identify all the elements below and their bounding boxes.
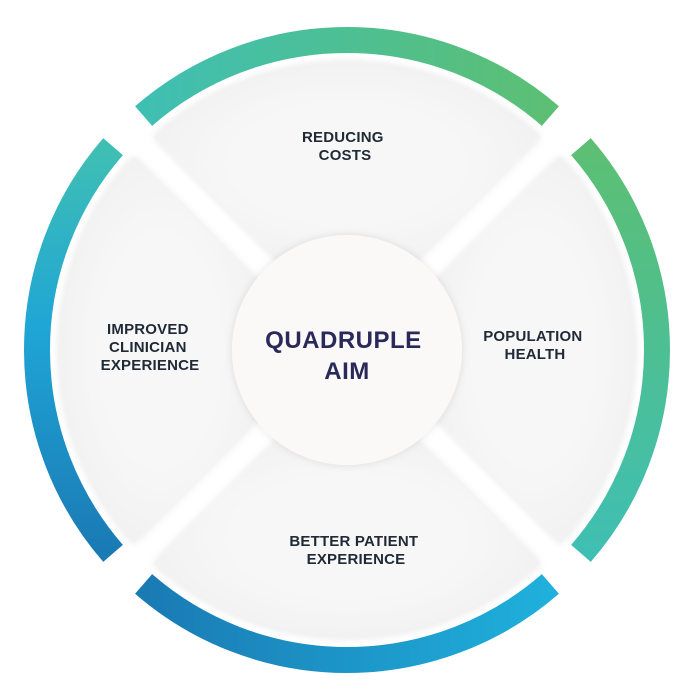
center-title-line2: AIM bbox=[324, 358, 370, 385]
quadrant-reducing-costs bbox=[153, 61, 541, 265]
label-right-line1: POPULATION bbox=[483, 328, 582, 345]
ring-arc-top bbox=[135, 27, 559, 126]
center-title: QUADRUPLE AIM bbox=[265, 327, 429, 385]
quadrant-better-patient-experience bbox=[153, 435, 541, 639]
label-top-line2: COSTS bbox=[319, 147, 372, 164]
center-circle bbox=[232, 235, 462, 465]
label-top-line1: REDUCING bbox=[302, 129, 384, 146]
label-better-patient-experience: BETTER PATIENT EXPERIENCE bbox=[289, 533, 422, 568]
label-bottom-line1: BETTER PATIENT bbox=[289, 533, 418, 550]
quadrant-improved-clinician-experience bbox=[58, 156, 262, 544]
ring-arc-right bbox=[571, 138, 670, 562]
label-population-health: POPULATION HEALTH bbox=[483, 328, 587, 363]
label-right-line2: HEALTH bbox=[505, 346, 566, 363]
label-reducing-costs: REDUCING COSTS bbox=[302, 129, 388, 164]
ring-arc-bottom bbox=[135, 574, 559, 673]
label-bottom-line2: EXPERIENCE bbox=[307, 551, 406, 568]
label-left-line3: EXPERIENCE bbox=[101, 357, 200, 374]
label-improved-clinician-experience: IMPROVED CLINICIAN EXPERIENCE bbox=[101, 321, 200, 374]
ring-arc-left bbox=[24, 138, 123, 562]
quadrant-population-health bbox=[432, 156, 636, 544]
label-left-line2: CLINICIAN bbox=[109, 339, 187, 356]
center-title-line1: QUADRUPLE bbox=[265, 327, 422, 354]
label-left-line1: IMPROVED bbox=[107, 321, 189, 338]
